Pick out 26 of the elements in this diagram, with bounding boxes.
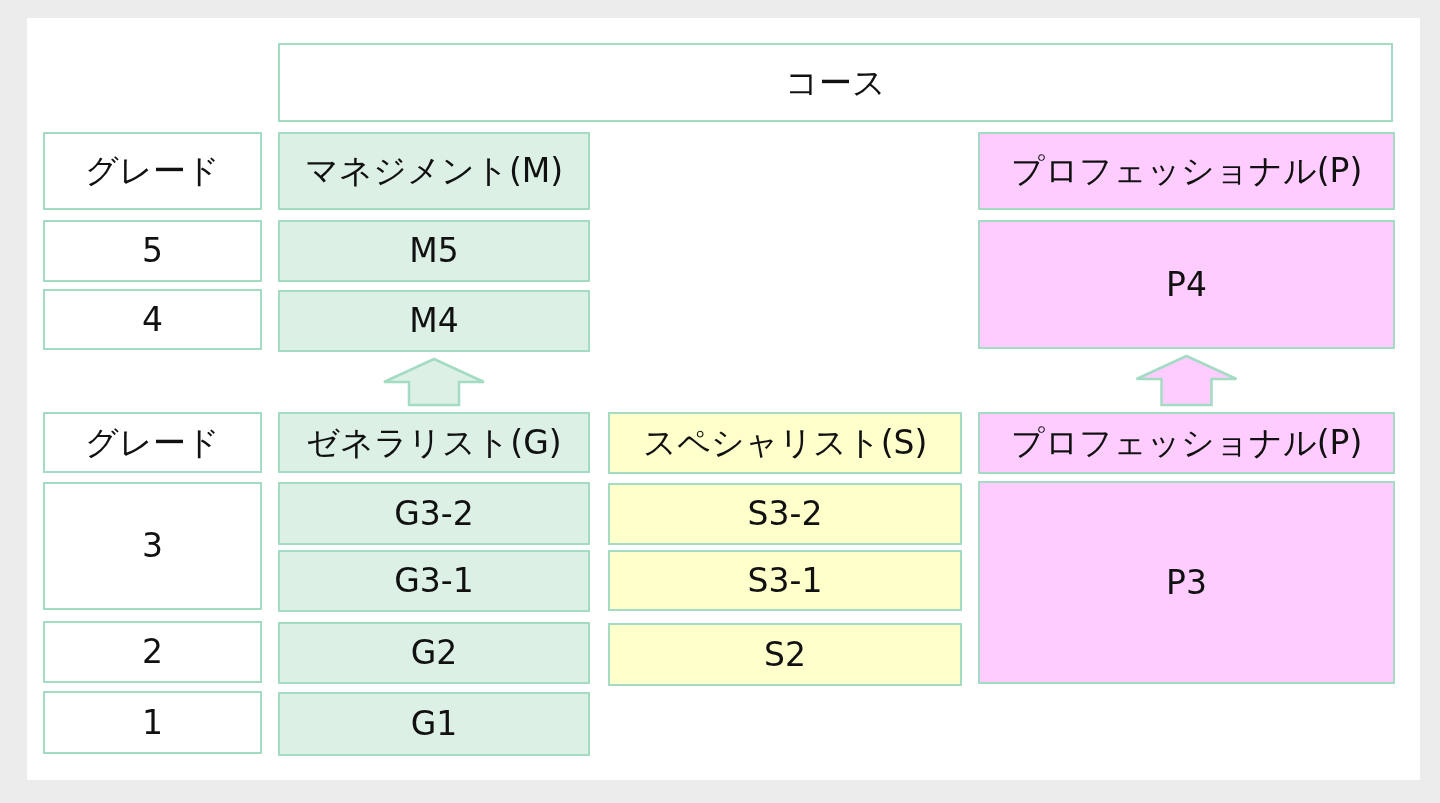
block-arrow bbox=[1135, 354, 1238, 407]
grade-number-box: 2 bbox=[43, 621, 262, 683]
level-box: M4 bbox=[278, 290, 590, 352]
level-box: G1 bbox=[278, 692, 590, 756]
block-arrow bbox=[382, 357, 486, 407]
level-box: P3 bbox=[978, 481, 1395, 684]
column-header-box: プロフェッショナル(P) bbox=[978, 132, 1395, 210]
grade-number-box: 3 bbox=[43, 482, 262, 610]
course-title-box: コース bbox=[278, 43, 1393, 122]
level-box: M5 bbox=[278, 220, 590, 282]
grade-number-box: 4 bbox=[43, 289, 262, 350]
grade-number-box: 5 bbox=[43, 220, 262, 282]
column-header-box: スペシャリスト(S) bbox=[608, 412, 962, 474]
level-box: S2 bbox=[608, 623, 962, 686]
column-header-box: ゼネラリスト(G) bbox=[278, 412, 590, 473]
level-box: G3-1 bbox=[278, 550, 590, 612]
grade-number-box: 1 bbox=[43, 691, 262, 754]
column-header-box: グレード bbox=[43, 412, 262, 473]
level-box: S3-1 bbox=[608, 550, 962, 611]
level-box: S3-2 bbox=[608, 483, 962, 545]
column-header-box: グレード bbox=[43, 132, 262, 210]
level-box: G2 bbox=[278, 622, 590, 684]
column-header-box: マネジメント(M) bbox=[278, 132, 590, 210]
level-box: P4 bbox=[978, 220, 1395, 349]
level-box: G3-2 bbox=[278, 482, 590, 545]
column-header-box: プロフェッショナル(P) bbox=[978, 412, 1395, 474]
